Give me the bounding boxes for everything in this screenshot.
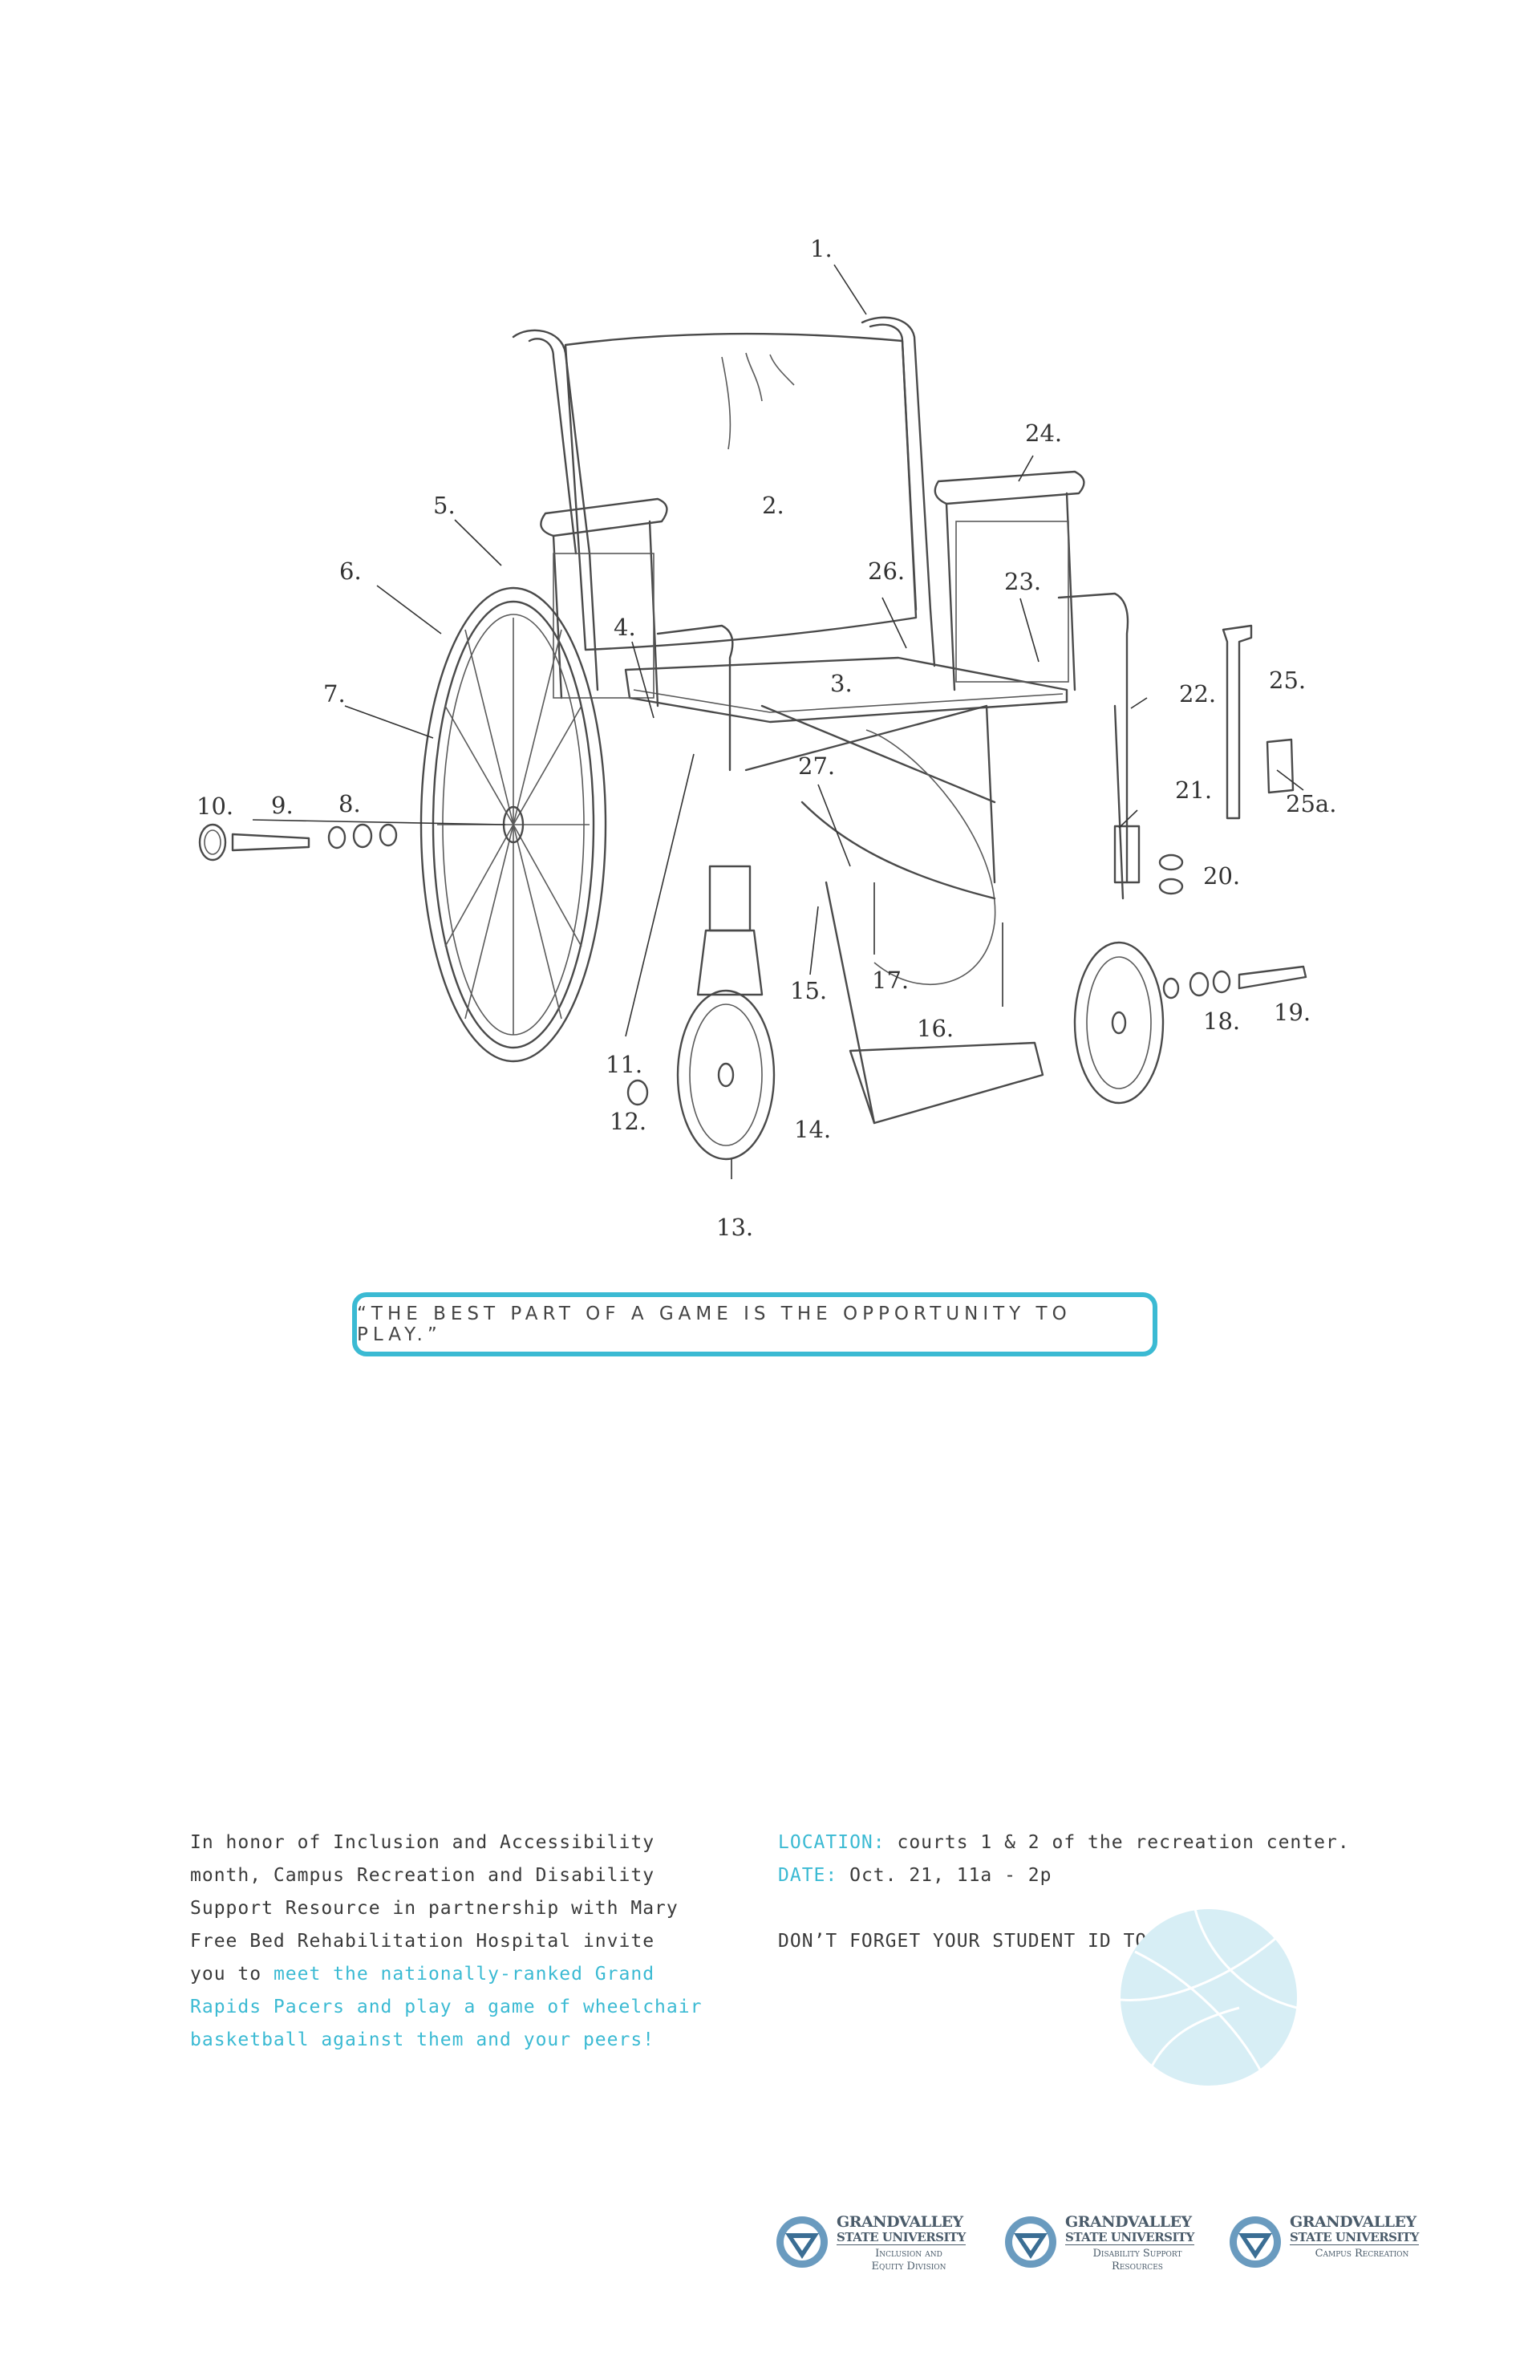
- event-description: In honor of Inclusion and Accessibility …: [190, 1827, 752, 2057]
- part-label-16: 16.: [917, 1015, 954, 1042]
- location-label: LOCATION:: [778, 1832, 886, 1853]
- logo-division-line-1: Inclusion and: [875, 2248, 942, 2260]
- logo-name-2: STATE UNIVERSITY: [837, 2230, 966, 2245]
- logo-division: Disability Support Resources: [1065, 2248, 1210, 2273]
- date-label: DATE:: [778, 1865, 838, 1886]
- logo-inclusion-equity: GRANDVALLEY STATE UNIVERSITY Inclusion a…: [774, 2214, 983, 2286]
- logo-name: GRANDVALLEY: [837, 2213, 963, 2231]
- part-label-7: 7.: [323, 680, 346, 708]
- part-label-23: 23.: [1004, 568, 1041, 595]
- sponsor-logos: GRANDVALLEY STATE UNIVERSITY Inclusion a…: [774, 2214, 1432, 2286]
- description-line-5-plain: you to: [190, 1964, 274, 1985]
- gvsu-logo-icon: [1005, 2216, 1056, 2268]
- part-label-17: 17.: [872, 967, 909, 994]
- logo-division-line-2: Equity Division: [871, 2260, 946, 2273]
- part-label-11: 11.: [606, 1051, 642, 1078]
- description-line-3: Support Resource in partnership with Mar…: [190, 1898, 679, 1919]
- description-highlight-line-6: Rapids Pacers and play a game of wheelch…: [190, 1997, 703, 2017]
- logo-disability-support: GRANDVALLEY STATE UNIVERSITY Disability …: [1003, 2214, 1211, 2286]
- logo-division: Campus Recreation: [1290, 2248, 1434, 2260]
- part-label-27: 27.: [798, 752, 835, 780]
- part-label-10: 10.: [197, 793, 233, 820]
- description-line-1: In honor of Inclusion and Accessibility: [190, 1832, 655, 1853]
- part-label-5: 5.: [433, 492, 456, 519]
- part-label-15: 15.: [790, 977, 827, 1004]
- logo-division: Inclusion and Equity Division: [837, 2248, 981, 2273]
- location-value: courts 1 & 2 of the recreation center.: [885, 1832, 1350, 1853]
- logo-division-line-1: Disability Support: [1092, 2248, 1182, 2260]
- diagram-leader-lines: [252, 264, 1304, 1179]
- location-row: LOCATION: courts 1 & 2 of the recreation…: [778, 1827, 1388, 1859]
- gvsu-logo-icon: [776, 2216, 828, 2268]
- diagram-part-labels: 1. 2. 3. 4. 5. 6. 7. 8. 9. 10. 11. 12. 1…: [197, 235, 1336, 1241]
- description-line-5: you to meet the nationally-ranked Grand: [190, 1958, 752, 1991]
- part-label-2: 2.: [762, 492, 784, 519]
- part-label-25: 25.: [1269, 667, 1306, 694]
- part-label-24: 24.: [1025, 420, 1062, 447]
- part-label-20: 20.: [1203, 862, 1240, 890]
- part-label-18: 18.: [1203, 1008, 1240, 1035]
- basketball-icon: [1120, 1908, 1298, 2086]
- part-label-14: 14.: [794, 1116, 831, 1143]
- logo-name: GRANDVALLEY: [1065, 2213, 1192, 2231]
- part-label-6: 6.: [339, 557, 362, 585]
- part-label-21: 21.: [1175, 776, 1212, 804]
- gvsu-logo-icon: [1230, 2216, 1281, 2268]
- part-label-22: 22.: [1179, 680, 1216, 708]
- description-highlight-start: meet the nationally-ranked Grand: [273, 1964, 655, 1985]
- part-label-19: 19.: [1274, 999, 1311, 1026]
- wheelchair-drawing: [198, 316, 1307, 1161]
- quote-box: “THE BEST PART OF A GAME IS THE OPPORTUN…: [352, 1292, 1157, 1356]
- part-label-1: 1.: [810, 235, 833, 262]
- logo-campus-recreation: GRANDVALLEY STATE UNIVERSITY Campus Recr…: [1227, 2214, 1436, 2286]
- part-label-9: 9.: [271, 792, 294, 819]
- wheelchair-exploded-diagram: 1. 2. 3. 4. 5. 6. 7. 8. 9. 10. 11. 12. 1…: [197, 235, 1336, 1241]
- logo-division-line-2: Resources: [1112, 2260, 1163, 2273]
- part-label-12: 12.: [610, 1108, 646, 1135]
- part-label-8: 8.: [338, 790, 361, 817]
- logo-name-2: STATE UNIVERSITY: [1065, 2230, 1194, 2245]
- description-line-4: Free Bed Rehabilitation Hospital invite: [190, 1931, 655, 1952]
- quote-text: “THE BEST PART OF A GAME IS THE OPPORTUN…: [357, 1304, 1072, 1345]
- part-label-4: 4.: [614, 614, 636, 641]
- date-row: DATE: Oct. 21, 11a - 2p: [778, 1859, 1388, 1892]
- logo-division-line-1: Campus Recreation: [1315, 2248, 1409, 2260]
- part-label-25a: 25a.: [1286, 790, 1336, 817]
- description-highlight-line-7: basketball against them and your peers!: [190, 2029, 655, 2050]
- logo-name: GRANDVALLEY: [1290, 2213, 1416, 2231]
- part-label-3: 3.: [830, 670, 853, 697]
- date-value: Oct. 21, 11a - 2p: [837, 1865, 1052, 1886]
- part-label-26: 26.: [868, 557, 905, 585]
- part-label-13: 13.: [716, 1214, 753, 1241]
- logo-name-2: STATE UNIVERSITY: [1290, 2230, 1419, 2245]
- description-line-2: month, Campus Recreation and Disability: [190, 1865, 655, 1886]
